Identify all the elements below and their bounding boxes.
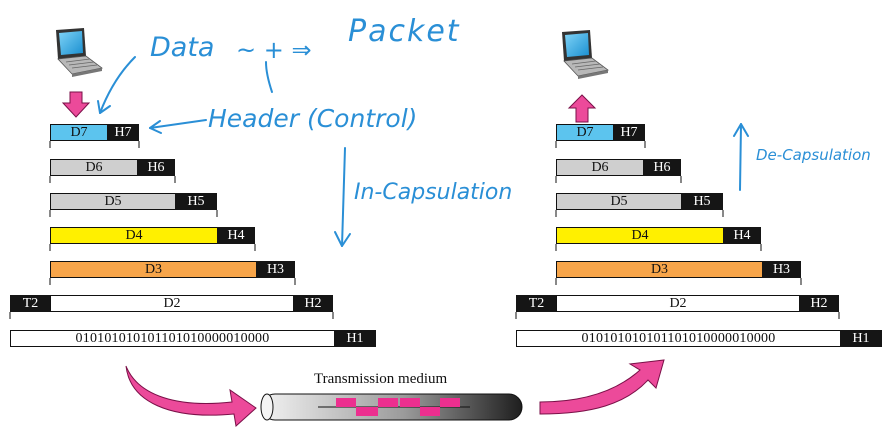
annotation-strokes: [97, 56, 749, 247]
annotation-decapsulation: De-Capsulation: [756, 146, 871, 164]
annotation-packet: Packet: [348, 14, 461, 49]
sender-h5: H5: [175, 193, 217, 210]
sender-h2: H2: [293, 295, 333, 312]
receiver-brackets: [515, 141, 840, 319]
sender-brackets: [9, 141, 334, 319]
receiver-bits: 010101010101101010000010000: [516, 330, 841, 347]
receiver-h3: H3: [762, 261, 801, 278]
sender-h6: H6: [137, 159, 175, 176]
sender-h1: H1: [334, 330, 376, 347]
receiver-t2: T2: [516, 295, 557, 312]
receiver-d5: D5: [556, 193, 682, 210]
receiver-h1: H1: [840, 330, 882, 347]
receiver-laptop-icon: [562, 30, 609, 79]
annotation-encapsulation: In-Capsulation: [354, 180, 513, 205]
up-arrow-icon: [567, 94, 597, 123]
sender-h7: H7: [107, 124, 139, 141]
receiver-d6: D6: [556, 159, 644, 176]
sender-d3: D3: [50, 261, 257, 278]
receiver-h6: H6: [643, 159, 681, 176]
receiver-d7: D7: [556, 124, 614, 141]
receiver-h2: H2: [799, 295, 839, 312]
sender-laptop-icon: [56, 28, 103, 77]
sender-t2: T2: [10, 295, 51, 312]
sender-d5: D5: [50, 193, 176, 210]
receiver-h7: H7: [613, 124, 645, 141]
transmission-medium-label: Transmission medium: [314, 371, 448, 387]
sender-h3: H3: [256, 261, 295, 278]
sender-h4: H4: [217, 227, 255, 244]
transmission-medium-cable: [260, 393, 523, 421]
annotation-header-control: Header (Control): [208, 104, 418, 133]
down-arrow-icon: [61, 91, 91, 118]
sender-d6: D6: [50, 159, 138, 176]
receiver-d4: D4: [556, 227, 724, 244]
receiver-h5: H5: [681, 193, 723, 210]
receive-curve-arrow-icon: [539, 359, 665, 415]
annotation-plus: ~ + ⇒: [236, 36, 312, 64]
receiver-h4: H4: [723, 227, 761, 244]
send-curve-arrow-icon: [125, 365, 257, 427]
sender-d2: D2: [50, 295, 294, 312]
annotation-data: Data: [150, 32, 215, 63]
sender-bits: 010101010101101010000010000: [10, 330, 335, 347]
